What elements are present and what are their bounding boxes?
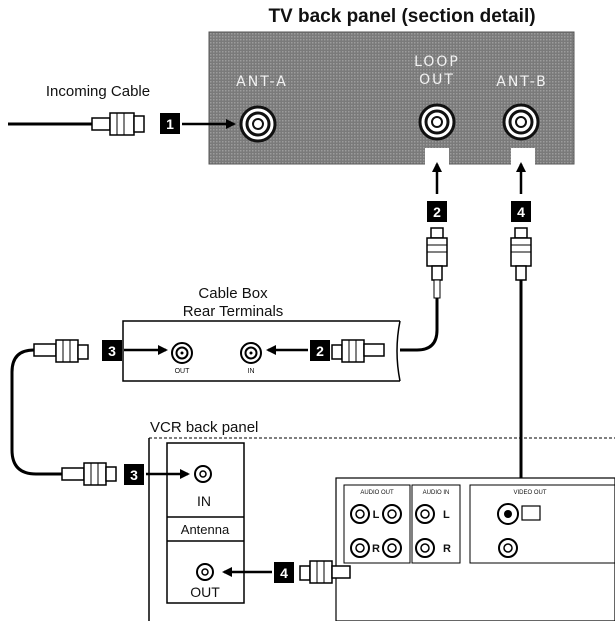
step-1-badge: 1	[160, 113, 180, 134]
vcr-out-jack	[196, 563, 214, 581]
vcr-back-panel: IN Antenna OUT AUDIO OUT AUDIO IN VIDEO …	[148, 437, 615, 621]
step-3-badge-vcr: 3	[124, 464, 144, 485]
audio-in-r-label: R	[443, 543, 451, 555]
step-4-badge-top: 4	[511, 201, 531, 222]
loop-out-label-line1: LOOP	[414, 54, 460, 70]
cable-box-out-plug	[33, 339, 89, 363]
ant-a-jack	[239, 105, 277, 143]
vcr-out-label: OUT	[190, 584, 220, 600]
loop-out-cable-plug	[426, 227, 448, 299]
vcr-video-out-label: VIDEO OUT	[513, 490, 546, 496]
cable-loop-out-to-box-in	[384, 298, 439, 352]
svg-text:3: 3	[108, 343, 116, 359]
step-4-badge-vcr: 4	[274, 562, 294, 583]
vcr-in-plug	[61, 462, 117, 486]
cable-box-in-plug	[331, 339, 385, 363]
svg-text:2: 2	[316, 343, 324, 359]
audio-in-l-label: L	[443, 509, 450, 521]
svg-text:4: 4	[280, 565, 288, 581]
vcr-audio-out-label: AUDIO OUT	[360, 490, 394, 496]
video-out-jacks	[497, 503, 541, 558]
loop-out-jack	[418, 103, 456, 141]
step-2-badge-top: 2	[427, 201, 447, 222]
ant-b-label: ANT-B	[496, 74, 547, 90]
audio-out-r-jack	[350, 538, 402, 558]
incoming-cable-label: Incoming Cable	[46, 83, 150, 100]
cable-box-rear-panel: OUT IN	[122, 320, 401, 382]
incoming-cable	[8, 112, 145, 136]
vcr-panel-title: VCR back panel	[150, 419, 258, 436]
tv-panel-title: TV back panel (section detail)	[268, 6, 535, 27]
step-2-badge-box: 2	[310, 340, 330, 361]
svg-text:1: 1	[166, 116, 174, 132]
audio-in-r-jack	[415, 538, 435, 558]
ant-b-jack	[502, 103, 540, 141]
ant-a-label: ANT-A	[236, 74, 288, 90]
vcr-in-jack	[194, 465, 212, 483]
vcr-in-label: IN	[197, 493, 211, 509]
step-3-badge-box: 3	[102, 340, 122, 361]
cable-box-title-line1: Cable Box	[198, 285, 268, 302]
cable-box-out-jack	[171, 342, 193, 364]
audio-out-r-label: R	[372, 543, 380, 555]
ant-b-cable-plug	[510, 227, 532, 281]
svg-text:3: 3	[130, 467, 138, 483]
svg-text:4: 4	[517, 204, 525, 220]
cable-box-title-line2: Rear Terminals	[183, 303, 284, 320]
vcr-audio-in-label: AUDIO IN	[423, 490, 450, 496]
loop-out-label-line2: OUT	[419, 72, 455, 88]
audio-in-l-jack	[415, 504, 435, 524]
audio-out-l-jack	[350, 504, 402, 524]
cable-box-out-label: OUT	[175, 368, 191, 375]
vcr-out-plug	[299, 560, 351, 584]
tv-back-panel: ANT-A LOOP OUT ANT-B	[208, 31, 575, 166]
vcr-antenna-label: Antenna	[181, 522, 230, 537]
cable-box-out-to-vcr-in	[10, 348, 62, 476]
cable-box-in-label: IN	[248, 368, 255, 375]
audio-out-l-label: L	[373, 509, 380, 521]
cable-box-in-jack	[240, 342, 262, 364]
svg-text:2: 2	[433, 204, 441, 220]
